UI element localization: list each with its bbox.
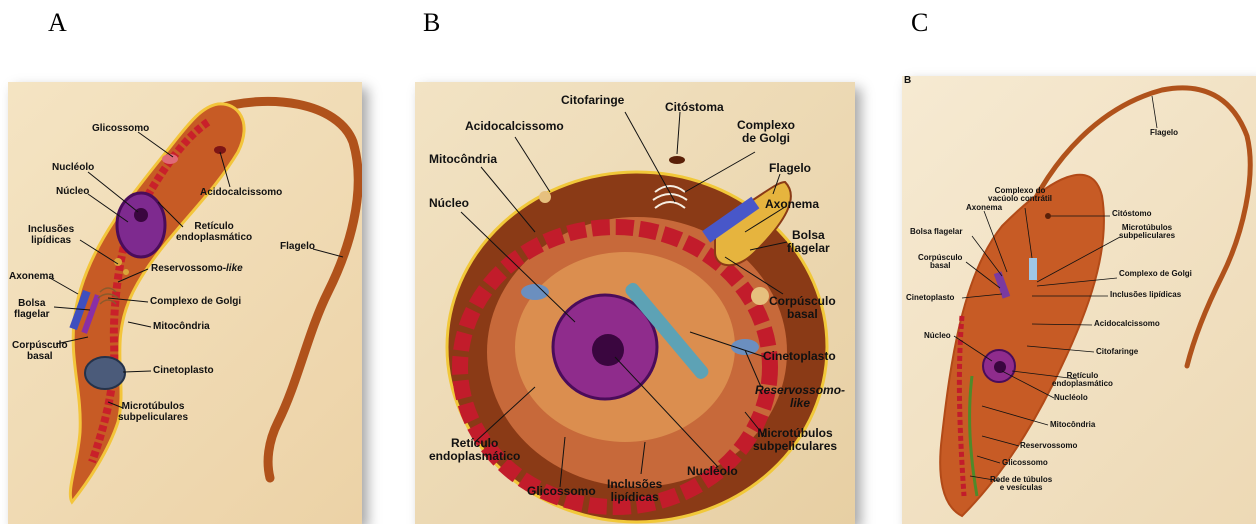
reservosome-shape-2: [521, 284, 549, 300]
lipid-inclusion-shape: [751, 287, 769, 305]
label-nucleolo: Nucléolo: [687, 465, 738, 478]
label-bolsa: Bolsa flagelar: [910, 228, 962, 236]
label-cinetoplasto: Cinetoplasto: [763, 350, 836, 363]
label-inclusoes: Inclusões lipídicas: [28, 225, 74, 246]
label-inclusoes: Inclusões lipídicas: [1110, 291, 1181, 299]
panel-a-trypomastigote: Glicossomo Nucléolo Núcleo Acidocalcisso…: [8, 82, 362, 524]
label-nucleo: Núcleo: [56, 187, 89, 198]
panel-c-epimastigote: B Flagelo Complexo do vacúolo contrátil …: [902, 76, 1256, 524]
label-corpusculo: Corpúsculo basal: [769, 295, 836, 320]
label-glicossomo: Glicossomo: [1002, 459, 1048, 467]
label-vacuolo: Complexo do vacúolo contrátil: [988, 187, 1052, 204]
nucleus-shape: [117, 193, 165, 257]
label-corpusculo: Corpúsculo basal: [12, 341, 68, 362]
label-reservossomo: Reservossomo- like: [755, 384, 845, 409]
label-mitocondria: Mitocôndria: [1050, 421, 1095, 429]
label-reticulo: Retículo endoplasmático: [1052, 372, 1113, 389]
nucleolus-shape: [994, 361, 1006, 373]
label-cinetoplasto: Cinetoplasto: [153, 366, 214, 377]
label-nucleolo: Nucléolo: [1054, 394, 1088, 402]
label-citostoma: Citóstoma: [665, 101, 724, 114]
corner-label: B: [904, 76, 911, 87]
label-inclusoes: Inclusões lipídicas: [607, 478, 662, 503]
label-citostomo: Citóstomo: [1112, 210, 1152, 218]
label-acidocalcissomo: Acidocalcissomo: [465, 120, 564, 133]
epimastigote-illustration: [902, 76, 1256, 524]
label-acidocalcissomo: Acidocalcissomo: [1094, 320, 1160, 328]
label-acidocalcissomo: Acidocalcissomo: [200, 188, 282, 199]
label-golgi: Complexo de Golgi: [737, 119, 795, 144]
label-reticulo: Retículo endoplasmático: [429, 437, 520, 462]
panel-b-cell: Citofaringe Citóstoma Acidocalcissomo Co…: [415, 82, 855, 524]
label-citofaringe: Citofaringe: [561, 94, 624, 107]
glycosome-shape: [162, 154, 178, 164]
label-flagelo: Flagelo: [1150, 129, 1178, 137]
contractile-vacuole-shape: [1029, 258, 1037, 280]
label-golgi: Complexo de Golgi: [1119, 270, 1192, 278]
label-nucleo: Núcleo: [429, 197, 469, 210]
label-reservossomo-text: Reservossomo-: [151, 263, 226, 274]
acidocalcisome-shape: [539, 191, 551, 203]
label-nucleo: Núcleo: [924, 332, 951, 340]
label-microtubulos: Microtúbulos subpeliculares: [118, 402, 188, 423]
label-rede: Rede de túbulos e vesículas: [990, 476, 1052, 493]
label-golgi: Complexo de Golgi: [150, 297, 241, 308]
label-glicossomo: Glicossomo: [527, 485, 596, 498]
cytostome-shape: [669, 156, 685, 164]
label-mitocondria: Mitocôndria: [429, 153, 497, 166]
cytostome-shape: [1045, 213, 1051, 219]
label-axonema: Axonema: [966, 204, 1002, 212]
lipid-inclusion-shape-2: [123, 269, 129, 275]
panel-letter-b: B: [423, 8, 440, 38]
label-corpusculo: Corpúsculo basal: [918, 254, 962, 271]
label-glicossomo: Glicossomo: [92, 124, 149, 135]
label-cinetoplasto: Cinetoplasto: [906, 294, 954, 302]
label-microtubulos: Microtúbulos subpeliculares: [1119, 224, 1175, 241]
label-reservossomo: Reservossomo-like: [151, 264, 243, 275]
label-bolsa: Bolsa flagelar: [14, 299, 50, 320]
kinetoplast-shape: [85, 357, 125, 389]
panel-letter-c: C: [911, 8, 928, 38]
label-reservossomo: Reservossomo: [1020, 442, 1077, 450]
panel-letter-a: A: [48, 8, 67, 38]
label-axonema: Axonema: [765, 198, 819, 211]
label-mitocondria: Mitocôndria: [153, 322, 210, 333]
label-flagelo: Flagelo: [769, 162, 811, 175]
label-reticulo: Retículo endoplasmático: [176, 222, 252, 243]
label-microtubulos: Microtúbulos subpeliculares: [753, 427, 837, 452]
label-bolsa: Bolsa flagelar: [787, 229, 830, 254]
label-nucleolo: Nucléolo: [52, 163, 94, 174]
label-reservossomo-like: like: [226, 263, 243, 274]
label-axonema: Axonema: [9, 272, 54, 283]
label-citofaringe: Citofaringe: [1096, 348, 1138, 356]
label-flagelo: Flagelo: [280, 242, 315, 253]
